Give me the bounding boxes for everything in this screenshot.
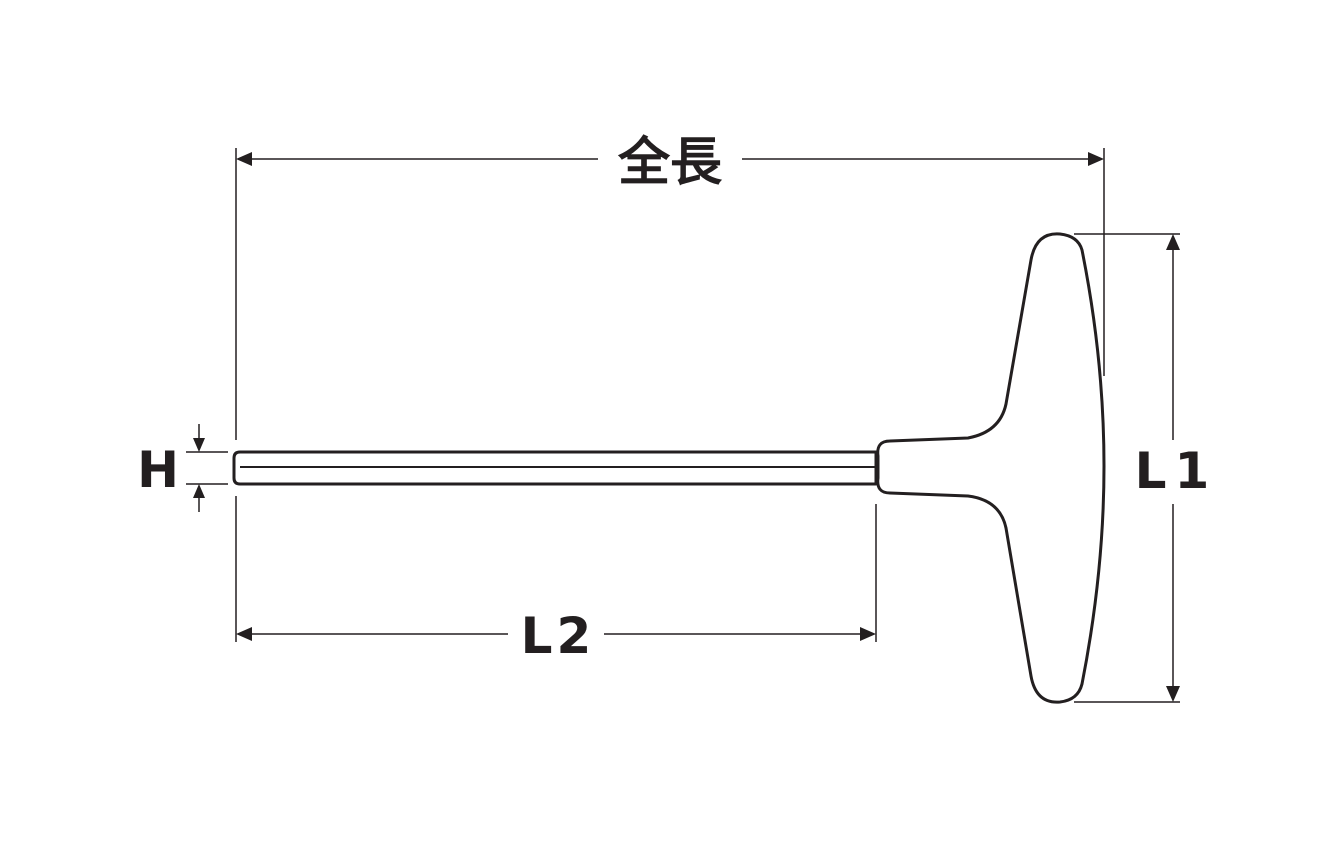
handle-length-dimension: L1 xyxy=(1074,233,1218,703)
overall-arrow-left xyxy=(236,152,252,166)
shaft-arrow-left xyxy=(236,627,252,641)
hex-arrow-down xyxy=(193,438,205,452)
handle-arrow-bottom xyxy=(1166,686,1180,702)
t-handle-grip xyxy=(876,232,1106,704)
handle-arrow-top xyxy=(1166,234,1180,250)
handle-length-label: L1 xyxy=(1135,442,1218,500)
t-handle-wrench xyxy=(232,232,1106,704)
overall-length-dimension: 全長 xyxy=(235,133,1105,440)
hex-arrow-up xyxy=(193,484,205,498)
overall-length-label: 全長 xyxy=(617,133,723,193)
shaft-length-label: L2 xyxy=(521,607,596,665)
shaft-length-dimension: L2 xyxy=(235,496,877,665)
hex-size-label: H xyxy=(137,441,179,499)
hex-size-dimension: H xyxy=(137,424,228,512)
shaft-arrow-right xyxy=(860,627,876,641)
overall-arrow-right xyxy=(1088,152,1104,166)
